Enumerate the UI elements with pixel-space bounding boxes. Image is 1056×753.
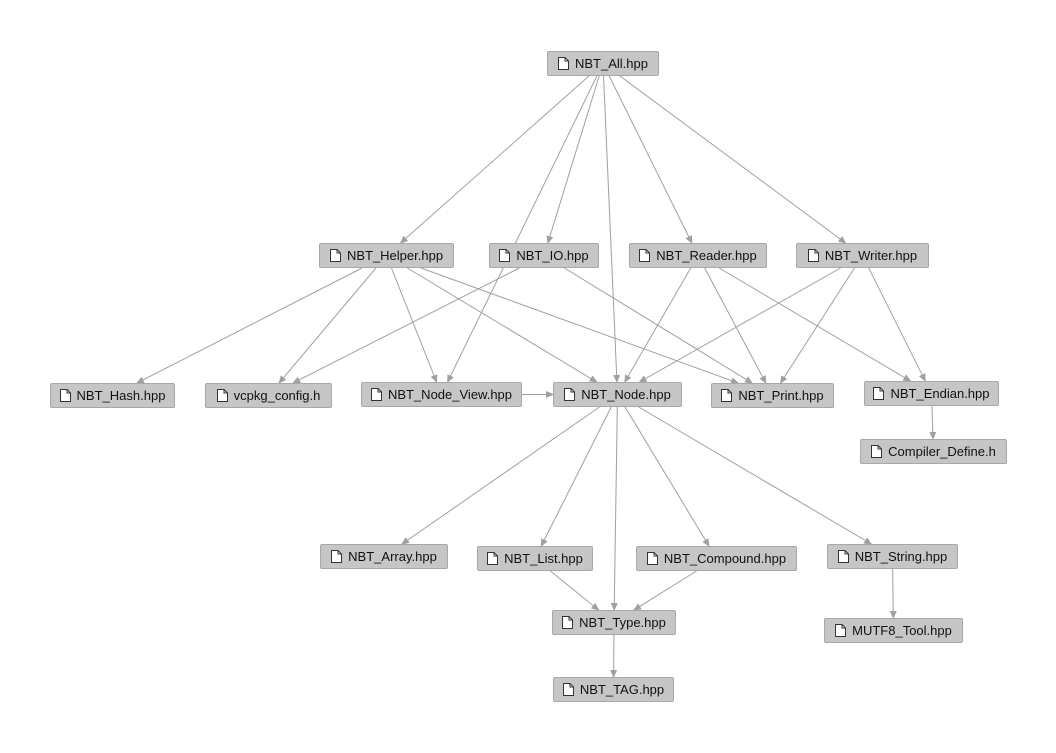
node-nbt-all[interactable]: NBT_All.hpp — [547, 51, 659, 76]
edge-reader-to-node — [624, 267, 692, 383]
node-nbt-reader[interactable]: NBT_Reader.hpp — [629, 243, 767, 268]
file-icon — [871, 445, 883, 458]
node-mutf8-tool[interactable]: MUTF8_Tool.hpp — [824, 618, 963, 643]
node-nbt-node-view[interactable]: NBT_Node_View.hpp — [361, 382, 522, 407]
file-icon — [370, 388, 382, 401]
edge-helper-to-node — [407, 267, 598, 383]
file-icon — [564, 388, 576, 401]
file-icon — [562, 616, 574, 629]
edge-node-to-compound — [624, 406, 710, 547]
node-nbt-hash[interactable]: NBT_Hash.hpp — [50, 383, 175, 408]
edge-string-to-mutf8 — [889, 568, 897, 619]
node-label: NBT_All.hpp — [575, 56, 648, 71]
node-compiler-define[interactable]: Compiler_Define.h — [860, 439, 1007, 464]
edge-all-to-helper — [399, 75, 590, 244]
node-label: NBT_Node_View.hpp — [387, 387, 513, 402]
node-nbt-io[interactable]: NBT_IO.hpp — [489, 243, 599, 268]
node-label: NBT_Helper.hpp — [346, 248, 444, 263]
file-icon — [558, 57, 569, 70]
node-label: NBT_Endian.hpp — [890, 386, 990, 401]
node-nbt-writer[interactable]: NBT_Writer.hpp — [796, 243, 929, 268]
file-icon — [807, 249, 819, 262]
node-nbt-type[interactable]: NBT_Type.hpp — [552, 610, 676, 635]
node-nbt-array[interactable]: NBT_Array.hpp — [320, 544, 448, 569]
file-icon — [562, 683, 574, 696]
node-vcpkg-config[interactable]: vcpkg_config.h — [205, 383, 332, 408]
edge-writer-to-node — [638, 267, 841, 383]
node-nbt-helper[interactable]: NBT_Helper.hpp — [319, 243, 454, 268]
file-icon — [837, 550, 849, 563]
edge-all-to-node — [603, 75, 621, 383]
file-icon — [331, 550, 343, 563]
node-nbt-endian[interactable]: NBT_Endian.hpp — [864, 381, 999, 406]
edge-helper-to-vcpkg — [278, 267, 377, 384]
node-nbt-node[interactable]: NBT_Node.hpp — [553, 382, 682, 407]
edge-writer-to-endian — [868, 267, 926, 382]
edge-node-to-list — [540, 406, 612, 547]
node-label: NBT_IO.hpp — [516, 248, 589, 263]
edge-list-to-type — [550, 570, 600, 611]
file-icon — [59, 389, 71, 402]
edge-reader-to-print — [704, 267, 767, 384]
edge-node-to-array — [401, 406, 600, 545]
edge-helper-to-hash — [136, 267, 363, 384]
edge-helper-to-nodeview — [390, 267, 438, 383]
node-label: NBT_Hash.hpp — [76, 388, 166, 403]
file-icon — [639, 249, 651, 262]
file-icon — [487, 552, 499, 565]
edge-all-to-io — [546, 75, 600, 244]
node-nbt-tag[interactable]: NBT_TAG.hpp — [553, 677, 674, 702]
node-label: NBT_Array.hpp — [348, 549, 437, 564]
edge-all-to-writer — [619, 75, 847, 244]
node-label: NBT_String.hpp — [854, 549, 948, 564]
edge-compound-to-type — [633, 570, 697, 611]
node-label: NBT_Reader.hpp — [656, 248, 757, 263]
edge-io-to-vcpkg — [292, 267, 520, 384]
node-label: NBT_TAG.hpp — [579, 682, 665, 697]
node-label: Compiler_Define.h — [888, 444, 996, 459]
node-nbt-list[interactable]: NBT_List.hpp — [477, 546, 593, 571]
file-icon — [721, 389, 733, 402]
node-label: MUTF8_Tool.hpp — [852, 623, 952, 638]
edge-all-to-reader — [608, 75, 693, 244]
edge-endian-to-compiler — [929, 405, 937, 440]
node-label: NBT_Compound.hpp — [663, 551, 787, 566]
node-label: NBT_List.hpp — [504, 551, 583, 566]
node-label: vcpkg_config.h — [233, 388, 321, 403]
file-icon — [835, 624, 847, 637]
edge-writer-to-print — [779, 267, 855, 384]
node-label: NBT_Node.hpp — [581, 387, 671, 402]
file-icon — [329, 249, 341, 262]
edge-node-to-string — [638, 406, 873, 545]
node-nbt-string[interactable]: NBT_String.hpp — [827, 544, 958, 569]
node-nbt-compound[interactable]: NBT_Compound.hpp — [636, 546, 797, 571]
file-icon — [646, 552, 658, 565]
node-label: NBT_Writer.hpp — [824, 248, 918, 263]
node-nbt-print[interactable]: NBT_Print.hpp — [711, 383, 834, 408]
file-icon — [216, 389, 228, 402]
file-icon — [499, 249, 511, 262]
node-label: NBT_Print.hpp — [738, 388, 824, 403]
edge-io-to-print — [564, 267, 753, 384]
edge-node-to-type — [610, 406, 618, 611]
edge-helper-to-print — [420, 267, 739, 384]
file-icon — [873, 387, 885, 400]
edge-all-to-nodeview — [447, 75, 598, 383]
node-label: NBT_Type.hpp — [579, 615, 666, 630]
edge-reader-to-endian — [718, 267, 912, 382]
